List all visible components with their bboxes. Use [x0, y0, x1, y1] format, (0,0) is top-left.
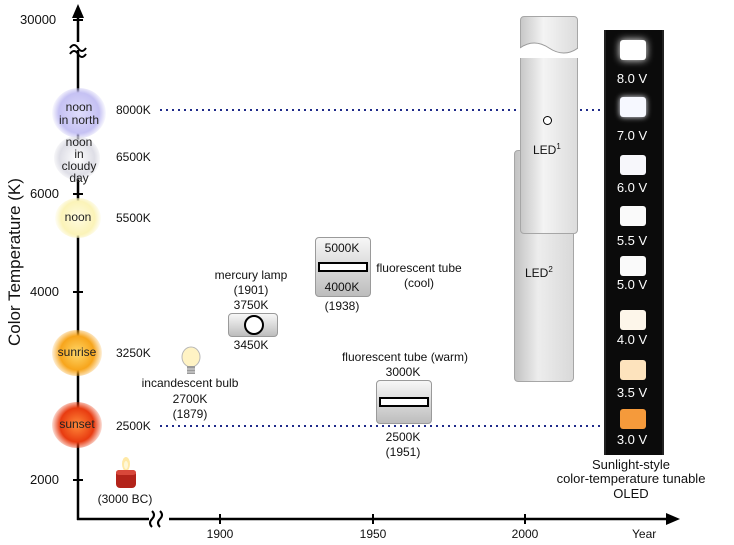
- x-axis-arrow: [666, 513, 680, 525]
- sun-glow-cloudy: [54, 136, 100, 180]
- y-axis-break-mark: [69, 44, 87, 52]
- bulb-name: incandescent bulb: [141, 376, 239, 390]
- light-bulb-icon: [181, 346, 201, 374]
- fluor-warm-year: (1951): [385, 445, 421, 459]
- temp-label-3250k: 3250K: [116, 346, 151, 360]
- mercury-temp-low: 3450K: [233, 338, 269, 352]
- fluorescent-tube-cool: [318, 262, 368, 272]
- fluor-cool-year: (1938): [324, 299, 360, 313]
- sun-glow-sunset: [52, 402, 102, 448]
- oled-voltage: 7.0 V: [616, 128, 648, 143]
- oled-swatch: [620, 97, 646, 117]
- oled-caption-1: Sunlight-style: [591, 457, 671, 472]
- mercury-bulb-circle: [244, 315, 264, 335]
- mercury-name: mercury lamp: [214, 268, 288, 282]
- mercury-year: (1901): [233, 283, 269, 297]
- oled-voltage: 6.0 V: [616, 180, 648, 195]
- oled-swatch: [620, 155, 646, 175]
- sun-glow-sunrise: [52, 330, 102, 376]
- temp-label-2500k: 2500K: [116, 419, 151, 433]
- oled-voltage: 3.5 V: [616, 385, 648, 400]
- temp-label-6500k: 6500K: [116, 150, 151, 164]
- oled-voltage: 5.0 V: [616, 277, 648, 292]
- fluorescent-tube-warm: [379, 397, 429, 407]
- x-tick-label: 1900: [206, 527, 234, 541]
- oled-voltage: 4.0 V: [616, 332, 648, 347]
- bulb-temp: 2700K: [172, 392, 208, 406]
- oled-caption-2: color-temperature tunable: [556, 471, 706, 486]
- led2-sup: 2: [548, 265, 553, 274]
- oled-swatch: [620, 206, 646, 226]
- y-tick-label: 4000: [30, 284, 59, 299]
- x-tick-label: 1950: [359, 527, 387, 541]
- bulb-year: (1879): [172, 407, 208, 421]
- led1-break-mark: [520, 42, 578, 58]
- oled-caption-3: OLED: [613, 486, 649, 501]
- oled-swatch: [620, 256, 646, 276]
- fluor-warm-temp-low: 2500K: [385, 430, 421, 444]
- sun-label-sunset: sunset: [59, 417, 95, 431]
- y-axis-arrow: [72, 4, 84, 18]
- fluor-cool-temp-low: 4000K: [324, 280, 360, 294]
- candle-icon: [116, 457, 136, 488]
- fluor-cool-name-1: fluorescent tube: [376, 261, 462, 275]
- led2-label: LED2: [525, 263, 553, 280]
- led2-text: LED: [525, 266, 549, 280]
- x-axis-title: Year: [632, 527, 657, 541]
- candle-year-label: (3000 BC): [97, 492, 153, 506]
- sun-label-sunrise: sunrise: [57, 345, 97, 359]
- x-tick-label: 2000: [511, 527, 539, 541]
- y-tick-label: 30000: [20, 12, 57, 27]
- oled-voltage: 5.5 V: [616, 233, 648, 248]
- sun-glow-noon: [55, 198, 101, 238]
- oled-swatch: [620, 310, 646, 330]
- sun-label-noon: noon: [64, 210, 92, 224]
- led1-text: LED: [533, 143, 557, 157]
- temp-label-8000k: 8000K: [116, 103, 151, 117]
- mercury-temp-high: 3750K: [233, 298, 269, 312]
- led1-label: LED1: [533, 140, 561, 157]
- temp-label-5500k: 5500K: [116, 211, 151, 225]
- fluor-cool-name-2: (cool): [403, 276, 434, 290]
- led1-marker-circle: [543, 116, 552, 125]
- x-axis-break-mark: [149, 510, 155, 528]
- oled-swatch: [620, 360, 646, 380]
- led1-sup: 1: [556, 142, 561, 151]
- fluor-warm-temp-high: 3000K: [385, 365, 421, 379]
- oled-voltage: 3.0 V: [616, 432, 648, 447]
- fluor-warm-name: fluorescent tube (warm): [341, 350, 469, 364]
- oled-swatch: [620, 40, 646, 60]
- oled-swatch: [620, 409, 646, 429]
- y-axis-title: Color Temperature (K): [5, 178, 24, 346]
- y-tick-label: 2000: [30, 472, 59, 487]
- oled-voltage: 8.0 V: [616, 71, 648, 86]
- fluor-cool-temp-high: 5000K: [324, 241, 360, 255]
- y-tick-label: 6000: [30, 186, 59, 201]
- sun-glow-noon-north: [52, 88, 106, 138]
